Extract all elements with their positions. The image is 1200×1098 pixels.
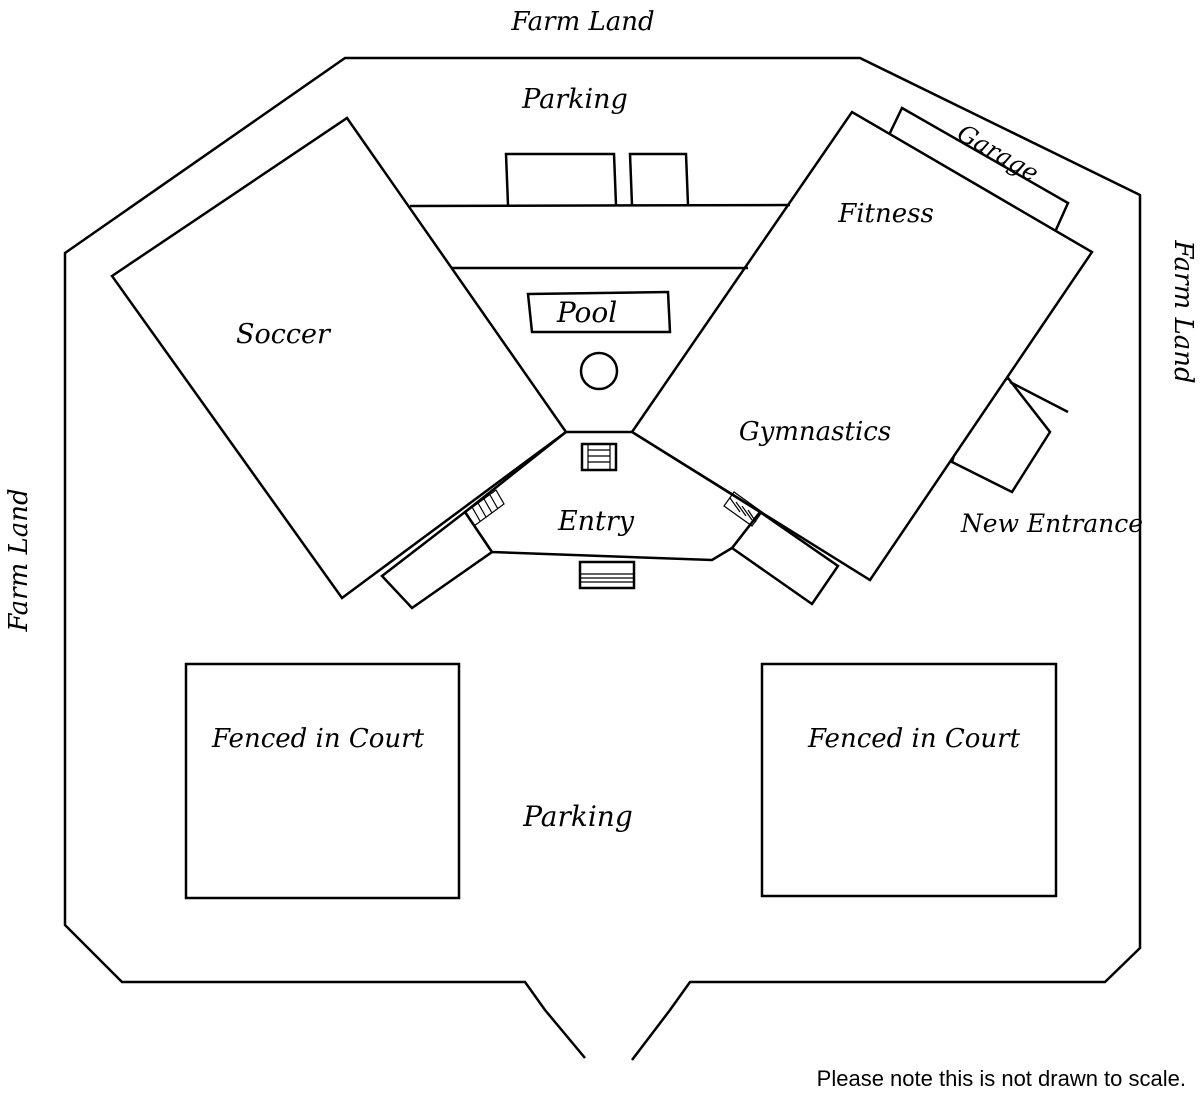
court-left-label: Fenced in Court (211, 724, 425, 754)
new-entrance-path (1009, 380, 1069, 414)
farm-land-right-label: Farm Land (1168, 239, 1198, 383)
parking-stall-right (628, 152, 690, 206)
new-entrance-label: New Entrance (960, 509, 1143, 538)
scale-disclaimer: Please note this is not drawn to scale. (817, 1066, 1186, 1091)
fenced-court-left (184, 662, 461, 900)
stairwell (580, 442, 618, 472)
farm-land-top-label: Farm Land (510, 7, 654, 37)
parking-north-label: Parking (521, 84, 628, 115)
fitness-label: Fitness (837, 199, 934, 229)
stairs-left (465, 489, 505, 527)
soccer-label: Soccer (236, 319, 332, 350)
entry-label: Entry (557, 506, 635, 537)
gymnastics-label: Gymnastics (739, 417, 891, 447)
court-right-label: Fenced in Court (807, 724, 1021, 754)
farm-land-left-label: Farm Land (4, 488, 34, 632)
center-band-top (409, 203, 791, 208)
stairs-right (723, 491, 763, 527)
pool-outline (526, 290, 672, 334)
entry-steps-lines (580, 573, 634, 583)
hot-tub-circle (579, 351, 619, 391)
fenced-court-right (760, 662, 1058, 898)
fitness-gymnastics-building (630, 110, 1094, 582)
pool-label: Pool (556, 296, 617, 329)
parking-south-label: Parking (522, 800, 633, 833)
parking-stall-left (504, 152, 618, 206)
entry-steps (578, 560, 636, 590)
property-boundary (63, 56, 1142, 1061)
